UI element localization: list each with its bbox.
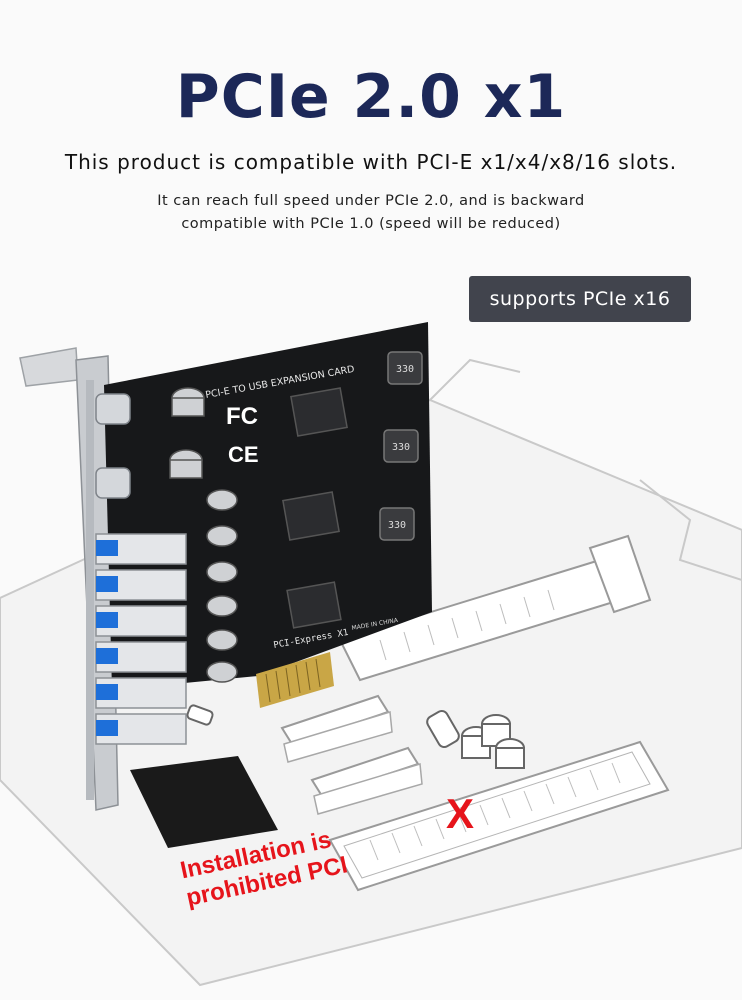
usb-port-2: [95, 569, 187, 601]
pcie-x1-slot-lower: [310, 746, 423, 815]
prohibited-x-mark: X: [446, 790, 474, 837]
fcc-logo: FC: [226, 403, 258, 430]
inductors: 330 330 330: [379, 351, 423, 541]
speed-note: It can reach full speed under PCIe 2.0, …: [0, 190, 742, 236]
usb-port-6: [95, 713, 187, 745]
inductor-1-label: 330: [396, 364, 414, 375]
page-title: PCIe 2.0 x1: [175, 62, 567, 132]
controller-chips: [282, 387, 348, 629]
pcie-gold-contacts: [256, 652, 334, 708]
usb-port-1: [95, 533, 187, 565]
speed-note-line-2: compatible with PCIe 1.0 (speed will be …: [181, 216, 561, 232]
usb-c-ports: [95, 393, 131, 499]
pcie-x16-slot-prohibited: [328, 740, 670, 892]
pcie-x1-slot-upper: [280, 694, 393, 763]
card-capacitors: [169, 387, 238, 683]
board-chip: [130, 756, 278, 848]
usb-a-ports: [95, 533, 187, 745]
pcie-x16-slot-upper: [338, 534, 652, 682]
ce-logo: CE: [228, 442, 259, 467]
usb-port-3: [95, 605, 187, 637]
speed-note-line-1: It can reach full speed under PCIe 2.0, …: [157, 193, 585, 209]
board-capacitors: [186, 704, 525, 769]
compatibility-text: This product is compatible with PCI-E x1…: [64, 150, 678, 174]
supports-x16-badge: supports PCIe x16: [469, 276, 691, 322]
inductor-3-label: 330: [388, 520, 406, 531]
usb-port-5: [95, 677, 187, 709]
inductor-2-label: 330: [392, 442, 410, 453]
usb-port-4: [95, 641, 187, 673]
